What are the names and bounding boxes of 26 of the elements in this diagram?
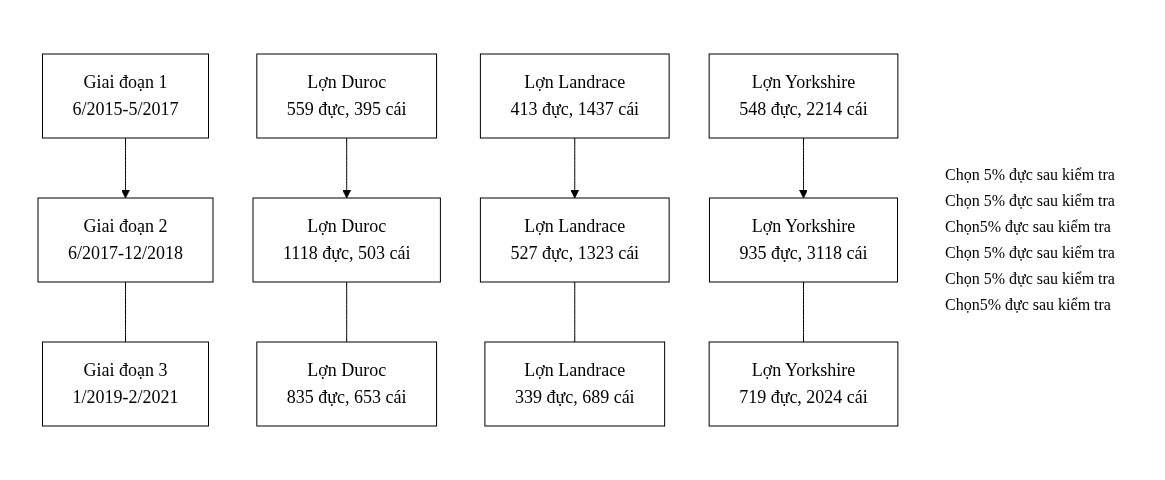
node-box: Lợn Duroc 835 đực, 653 cái	[255, 341, 437, 427]
note-text: Chọn 5% đực sau kiểm tra	[945, 270, 1116, 288]
node-box: Lợn Yorkshire 548 đực, 2214 cái	[708, 53, 898, 139]
node-box: Lợn Yorkshire 935 đực, 3118 cái	[708, 197, 898, 283]
arrow	[341, 137, 351, 199]
note-text: Chọn 5% đực sau kiểm tra	[945, 166, 1116, 184]
arrow	[120, 137, 130, 199]
arrow	[569, 137, 579, 199]
connector	[124, 281, 126, 343]
connector	[573, 281, 575, 343]
connector	[802, 281, 804, 343]
note-text: Chọn5% đực sau kiểm tra	[945, 296, 1112, 314]
node-box: Lợn Landrace 339 đực, 689 cái	[483, 341, 665, 427]
node-box: Lợn Duroc 1118 đực, 503 cái	[252, 197, 441, 283]
node-box: Lợn Yorkshire 719 đực, 2024 cái	[708, 341, 898, 427]
note-text: Chọn 5% đực sau kiểm tra	[945, 192, 1116, 210]
node-box: Lợn Landrace 527 đực, 1323 cái	[479, 197, 670, 283]
node-box: Lợn Landrace 413 đực, 1437 cái	[479, 53, 670, 139]
node-box: Lợn Duroc 559 đực, 395 cái	[255, 53, 437, 139]
node-box: Giai đoạn 1 6/2015-5/2017	[41, 53, 209, 139]
note-text: Chọn5% đực sau kiểm tra	[945, 218, 1112, 236]
node-box: Giai đoạn 2 6/2017-12/2018	[37, 197, 214, 283]
node-box: Giai đoạn 3 1/2019-2/2021	[41, 341, 209, 427]
connector	[345, 281, 347, 343]
note-text: Chọn 5% đực sau kiểm tra	[945, 244, 1116, 262]
arrow	[798, 137, 808, 199]
